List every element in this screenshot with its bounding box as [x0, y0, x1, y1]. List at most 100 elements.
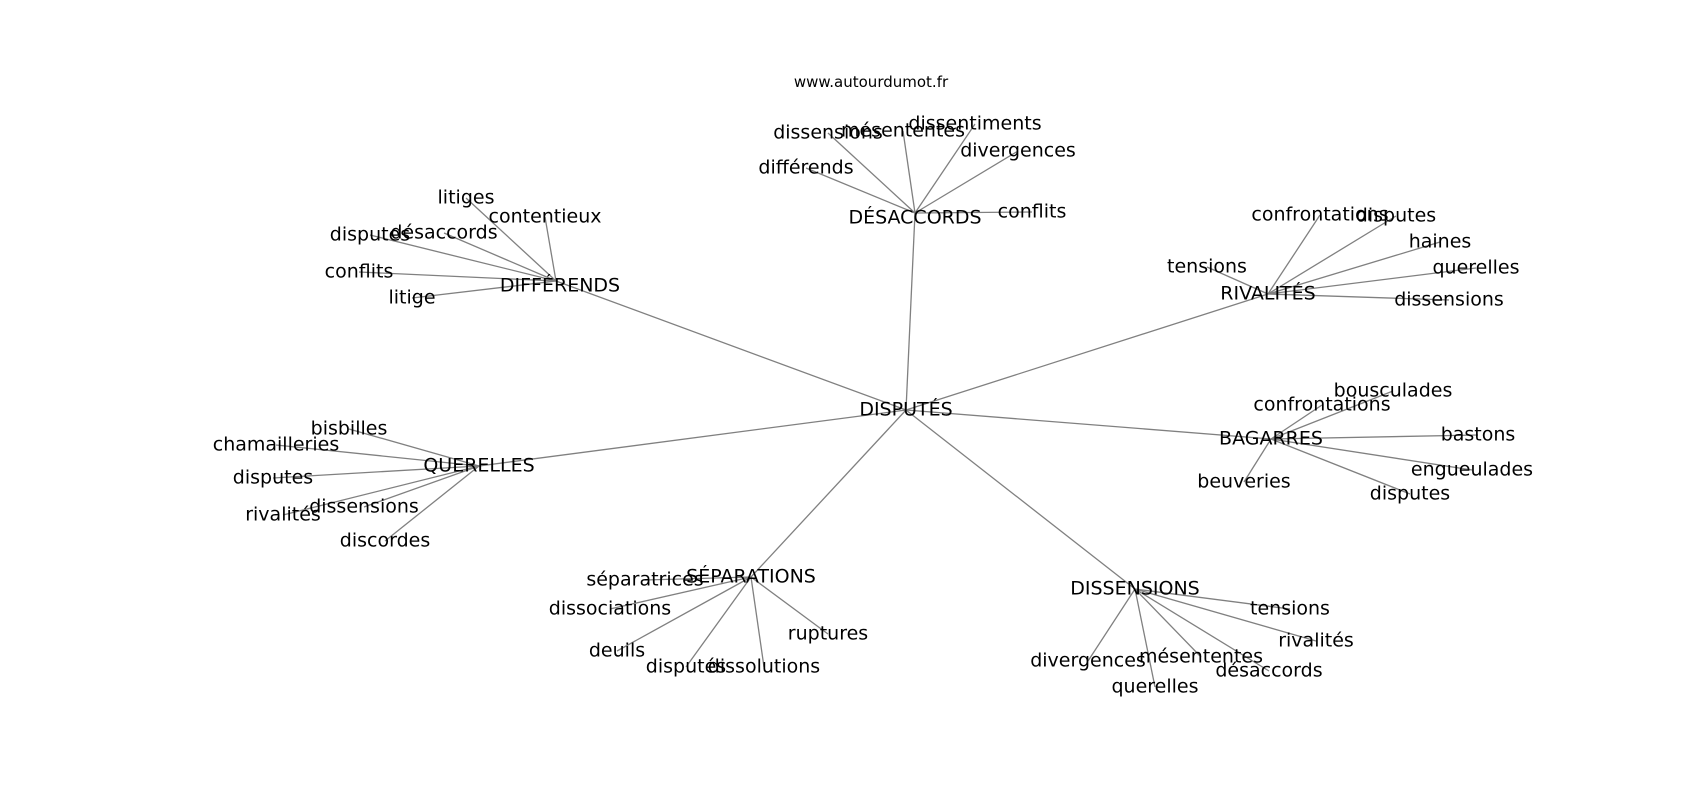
edge-cluster-5-term-5 — [750, 576, 765, 668]
edge-cluster-3-term-2 — [272, 465, 480, 479]
edge-cluster-0-term-0 — [827, 132, 916, 214]
term-node[interactable]: bisbilles — [310, 417, 388, 440]
cluster-node[interactable]: QUERELLES — [423, 454, 535, 477]
term-node[interactable]: haines — [1408, 230, 1472, 253]
cluster-node[interactable]: DÉSACCORDS — [848, 206, 982, 229]
edge-center-to-5 — [750, 409, 907, 578]
term-node[interactable]: séparatrices — [586, 568, 704, 591]
term-node[interactable]: divergences — [1030, 649, 1146, 672]
edge-center-to-2 — [905, 293, 1269, 411]
edge-cluster-1-term-1 — [544, 216, 557, 282]
term-node[interactable]: tensions — [1250, 597, 1330, 620]
edge-cluster-5-term-1 — [609, 576, 752, 610]
edge-cluster-2-term-2 — [1267, 241, 1441, 295]
source-site-label: www.autourdumot.fr — [793, 73, 949, 91]
edge-cluster-0-term-4 — [805, 167, 916, 214]
term-node[interactable]: chamailleries — [212, 433, 340, 456]
term-node[interactable]: conflits — [324, 260, 394, 283]
term-node[interactable]: confrontations — [1251, 203, 1389, 226]
edge-center-to-1 — [555, 280, 907, 411]
edge-cluster-1-term-3 — [443, 232, 557, 282]
term-node[interactable]: dissensions — [1394, 288, 1504, 311]
term-node[interactable]: deuils — [588, 639, 646, 662]
edge-cluster-5-term-0 — [644, 576, 752, 581]
edge-cluster-4-term-2 — [1270, 434, 1479, 440]
cluster-node[interactable]: DISSENSIONS — [1070, 577, 1200, 600]
term-node[interactable]: disputes — [329, 223, 411, 246]
term-node[interactable]: tensions — [1167, 255, 1247, 278]
edge-cluster-3-term-4 — [282, 465, 480, 516]
term-node[interactable]: bousculades — [1333, 379, 1453, 402]
edge-cluster-6-term-2 — [1134, 588, 1202, 658]
edge-cluster-2-term-3 — [1206, 266, 1269, 295]
term-node[interactable]: bastons — [1440, 423, 1516, 446]
term-node[interactable]: dissociations — [548, 597, 672, 620]
term-node[interactable]: dissentiments — [908, 112, 1042, 135]
term-node[interactable]: disputes — [1355, 204, 1437, 227]
term-node[interactable]: querelles — [1432, 256, 1520, 279]
term-node[interactable]: ruptures — [787, 622, 869, 645]
term-node[interactable]: litiges — [437, 186, 495, 209]
edge-cluster-6-term-0 — [1134, 588, 1291, 610]
term-node[interactable]: contentieux — [488, 205, 602, 228]
term-node[interactable]: désaccords — [1215, 659, 1323, 682]
edge-cluster-4-term-4 — [1243, 438, 1272, 483]
term-node[interactable]: disputés — [645, 655, 727, 678]
term-node[interactable]: rivalités — [245, 503, 321, 526]
edge-center-to-0 — [905, 212, 916, 411]
edge-cluster-0-term-3 — [914, 150, 1019, 214]
edge-cluster-0-term-2 — [914, 123, 976, 214]
term-node[interactable]: litige — [388, 286, 436, 309]
term-node[interactable]: divergences — [960, 139, 1076, 162]
term-node[interactable]: mésententes — [1138, 645, 1264, 668]
cluster-node[interactable]: SÉPARATIONS — [686, 565, 816, 588]
edge-cluster-2-term-1 — [1267, 215, 1397, 295]
edge-cluster-2-term-5 — [1267, 293, 1450, 301]
edge-cluster-1-term-4 — [358, 271, 557, 282]
term-node[interactable]: dissensions — [309, 495, 419, 518]
edge-cluster-1-term-0 — [465, 197, 557, 282]
edge-cluster-3-term-1 — [275, 444, 480, 467]
edge-cluster-2-term-0 — [1267, 214, 1321, 295]
term-node[interactable]: dissolutions — [707, 655, 821, 678]
edge-cluster-5-term-2 — [750, 576, 829, 635]
cluster-node[interactable]: BAGARRES — [1219, 427, 1323, 450]
edge-cluster-4-term-3 — [1270, 438, 1473, 471]
term-node[interactable]: rivalités — [1278, 629, 1354, 652]
cluster-node[interactable]: DIFFÉRENDS — [499, 274, 621, 297]
term-node[interactable]: confrontations — [1253, 393, 1391, 416]
edge-cluster-1-term-5 — [411, 280, 557, 299]
term-node[interactable]: disputes — [1369, 482, 1451, 505]
edge-cluster-6-term-4 — [1087, 588, 1136, 662]
term-node[interactable]: discordes — [339, 529, 431, 552]
term-node[interactable]: beuveries — [1197, 470, 1291, 493]
term-node[interactable]: disputes — [232, 466, 314, 489]
term-node[interactable]: différends — [758, 156, 854, 179]
edge-cluster-3-term-3 — [363, 465, 480, 508]
edge-cluster-0-term-1 — [902, 130, 916, 214]
term-node[interactable]: querelles — [1111, 675, 1199, 698]
edge-cluster-6-term-1 — [1134, 588, 1317, 642]
edge-cluster-1-term-2 — [369, 234, 557, 282]
edge-cluster-4-term-0 — [1270, 390, 1394, 440]
edge-cluster-4-term-1 — [1270, 404, 1323, 440]
term-node[interactable]: engueulades — [1410, 458, 1534, 481]
edge-cluster-5-term-3 — [616, 576, 752, 652]
edge-cluster-0-term-5 — [914, 211, 1033, 214]
edge-cluster-2-term-4 — [1267, 267, 1477, 295]
term-node[interactable]: mésententes — [840, 119, 966, 142]
term-node[interactable]: désaccords — [390, 221, 498, 244]
edge-cluster-5-term-4 — [685, 576, 752, 668]
term-node[interactable]: dissensions — [773, 121, 883, 144]
edge-cluster-3-term-0 — [348, 428, 480, 467]
term-node[interactable]: conflits — [997, 200, 1067, 223]
edge-cluster-4-term-5 — [1270, 438, 1411, 495]
edge-center-to-3 — [478, 409, 907, 467]
edge-center-to-4 — [905, 409, 1272, 440]
cluster-node[interactable]: RIVALITÉS — [1220, 282, 1316, 305]
edge-cluster-6-term-3 — [1134, 588, 1270, 672]
edge-cluster-3-term-5 — [384, 465, 480, 542]
edge-center-to-6 — [905, 409, 1136, 590]
center-node[interactable]: DISPUTÉS — [859, 398, 953, 421]
